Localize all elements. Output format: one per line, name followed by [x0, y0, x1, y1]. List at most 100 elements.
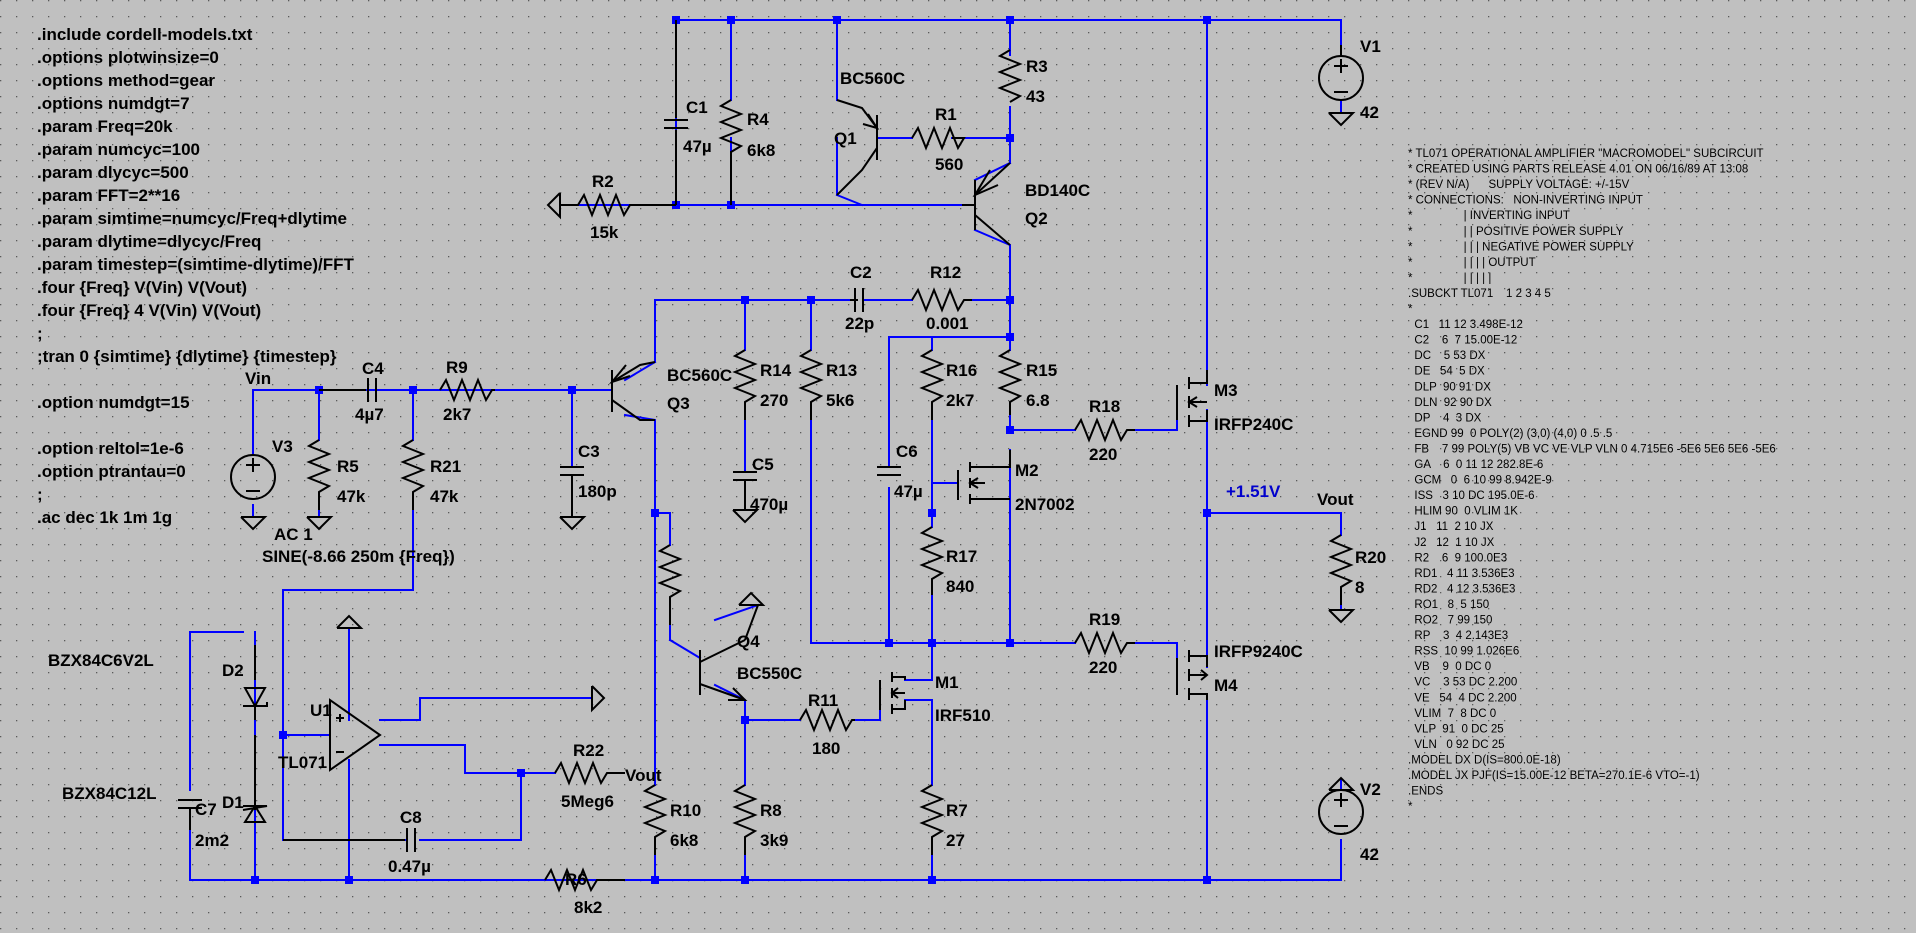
label-c4: C4: [362, 359, 384, 378]
transistor-q1[interactable]: [836, 99, 880, 196]
netlist-line: FB 7 99 POLY(5) VB VC VE VLP VLN 0 4.715…: [1408, 443, 1776, 455]
resistor-r21[interactable]: [400, 439, 426, 510]
netlist-line: * CONNECTIONS: NON-INVERTING INPUT: [1408, 195, 1643, 207]
resistor-r8[interactable]: [732, 784, 758, 855]
netlist-line: EGND 99 0 POLY(2) (3,0) (4,0) 0 .5 .5: [1408, 428, 1612, 440]
capacitor-c2[interactable]: [850, 288, 864, 312]
value-r20: 8: [1355, 578, 1364, 597]
capacitor-c8[interactable]: [283, 828, 416, 852]
value-r19: 220: [1089, 658, 1117, 677]
model-m1: IRF510: [935, 706, 991, 725]
model-q2: BD140C: [1025, 181, 1090, 200]
mosfet-m2[interactable]: [957, 450, 1011, 504]
label-m2: M2: [1015, 461, 1039, 480]
value-r2: 15k: [590, 223, 619, 242]
opamp-u1[interactable]: [329, 698, 382, 772]
resistor-r2[interactable]: [560, 192, 676, 218]
resistor-r19[interactable]: [1074, 630, 1135, 656]
resistor-r18[interactable]: [1074, 417, 1135, 443]
transistor-q3[interactable]: [609, 361, 656, 421]
label-c2: C2: [850, 263, 872, 282]
resistor-r20[interactable]: [1328, 534, 1354, 605]
mosfet-m1[interactable]: [879, 672, 906, 714]
resistor-r23[interactable]: [657, 544, 683, 625]
value-r10: 6k8: [670, 831, 698, 850]
value-r7: 27: [946, 831, 965, 850]
netlist-line: VLN 0 92 DC 25: [1408, 739, 1505, 751]
resistor-r6[interactable]: [544, 867, 625, 893]
directive-line: .include cordell-models.txt: [37, 25, 253, 44]
label-c3: C3: [578, 442, 600, 461]
netlist-line: * | INVERTING INPUT: [1408, 210, 1570, 222]
label-c6: C6: [896, 442, 918, 461]
capacitor-c3[interactable]: [560, 466, 584, 517]
netlist-line: *: [1408, 801, 1413, 813]
label-m3: M3: [1214, 381, 1238, 400]
directive-line: .four {Freq} 4 V(Vin) V(Vout): [37, 301, 261, 320]
netlist-line: DP 4 3 DX: [1408, 412, 1482, 424]
model-q4: BC550C: [737, 664, 802, 683]
mosfet-m3[interactable]: [1176, 370, 1208, 427]
label-r10: R10: [670, 801, 701, 820]
resistor-r14[interactable]: [732, 349, 758, 420]
label-q4: Q4: [737, 632, 760, 651]
value-r6: 8k2: [574, 898, 602, 917]
zener-diode-d2[interactable]: [243, 645, 268, 720]
mosfet-m4[interactable]: [1176, 650, 1209, 700]
resistor-r10[interactable]: [642, 784, 668, 855]
resistor-r9[interactable]: [439, 377, 495, 403]
model-m2: 2N7002: [1015, 495, 1075, 514]
label-r2: R2: [592, 172, 614, 191]
netlist-line: .ENDS: [1408, 786, 1443, 798]
ground-symbol: [1328, 112, 1356, 127]
resistor-r4[interactable]: [718, 99, 744, 205]
netlist-line: VLP 91 0 DC 25: [1408, 723, 1504, 735]
label-v2: V2: [1360, 780, 1381, 799]
capacitor-c6[interactable]: [877, 466, 901, 476]
value-r15: 6.8: [1026, 391, 1050, 410]
capacitor-c7[interactable]: [178, 799, 202, 830]
capacitor-c1[interactable]: [664, 20, 688, 205]
netlist-line: J1 11 2 10 JX: [1408, 521, 1494, 533]
resistor-r7[interactable]: [919, 784, 945, 855]
transistor-q2[interactable]: [962, 162, 1011, 246]
resistor-r1[interactable]: [911, 125, 966, 151]
resistor-r22[interactable]: [554, 760, 625, 786]
label-r18: R18: [1089, 397, 1120, 416]
netlist-line: RSS 10 99 1.026E6: [1408, 646, 1519, 658]
resistor-r5[interactable]: [306, 439, 332, 510]
spice-directives[interactable]: .include cordell-models.txt .options plo…: [37, 25, 355, 527]
resistor-r11[interactable]: [799, 707, 855, 733]
label-r6: R6: [565, 870, 587, 889]
netlist-line: * (REV N/A) SUPPLY VOLTAGE: +/-15V: [1408, 179, 1630, 191]
wires: [189, 19, 1342, 881]
tl071-netlist[interactable]: * TL071 OPERATIONAL AMPLIFIER "MACROMODE…: [1408, 148, 1776, 813]
resistor-r3[interactable]: [997, 49, 1023, 103]
resistor-r17[interactable]: [919, 526, 945, 595]
voltage-source-v2[interactable]: [1318, 789, 1364, 835]
resistor-r15[interactable]: [997, 349, 1023, 415]
netlist-line: RD1 4 11 3.536E3: [1408, 568, 1515, 580]
model-d1: BZX84C12L: [62, 784, 156, 803]
netlist-line: HLIM 90 0 VLIM 1K: [1408, 506, 1518, 518]
resistor-r12[interactable]: [911, 287, 972, 313]
voltage-source-v3[interactable]: [230, 454, 276, 500]
label-m4: M4: [1214, 676, 1238, 695]
label-q1: Q1: [834, 129, 857, 148]
value-v2: 42: [1360, 845, 1379, 864]
model-q1: BC560C: [840, 69, 905, 88]
voltage-source-v1[interactable]: [1318, 45, 1364, 101]
label-v3-ac: AC 1: [274, 525, 313, 544]
transistor-q4[interactable]: [699, 604, 759, 701]
value-r16: 2k7: [946, 391, 974, 410]
label-r1: R1: [935, 105, 957, 124]
capacitor-c4[interactable]: [319, 378, 377, 402]
resistor-r13[interactable]: [798, 349, 824, 420]
label-v1: V1: [1360, 37, 1381, 56]
resistor-r16[interactable]: [919, 349, 945, 420]
label-v3: V3: [272, 437, 293, 456]
capacitor-c5[interactable]: [733, 471, 757, 510]
label-u1: U1: [310, 701, 332, 720]
zener-diode-d1[interactable]: [242, 735, 268, 823]
